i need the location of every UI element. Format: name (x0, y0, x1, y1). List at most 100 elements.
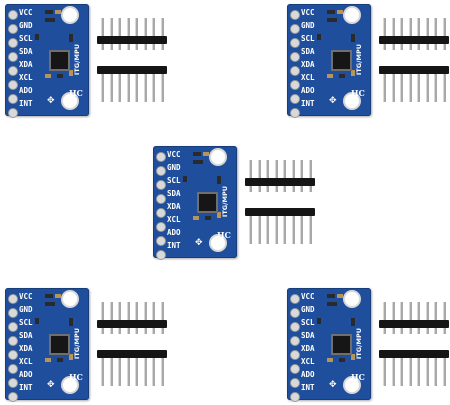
pin-pad (290, 80, 300, 90)
header-pin (160, 66, 164, 102)
header-pin (308, 160, 312, 192)
pin-pads (8, 6, 18, 118)
pin-label: SDA (19, 331, 33, 340)
smd-component (337, 10, 343, 14)
smd-component (35, 34, 39, 40)
pin-pads (290, 290, 300, 402)
pin-label: INT (19, 99, 33, 108)
pin-pad (156, 166, 166, 176)
pin-pad (290, 108, 300, 118)
header-pin (391, 66, 395, 102)
header-pin (434, 66, 437, 102)
smd-component (317, 34, 321, 40)
pin-label: SCL (301, 34, 315, 43)
pin-pad (290, 364, 300, 374)
pin-label: ADO (301, 370, 315, 379)
header-housing (379, 320, 449, 328)
pin-header-straight (245, 208, 315, 248)
smd-component (351, 354, 355, 360)
pin-label: GND (19, 21, 33, 30)
header-pin (408, 302, 412, 334)
chip-label: ITG/MPU (355, 44, 363, 76)
axis-mark: ✥ (329, 380, 337, 390)
smd-component (55, 294, 61, 298)
header-pin (383, 302, 386, 334)
header-pin (417, 350, 420, 386)
smd-component (69, 354, 73, 360)
header-housing (245, 178, 315, 186)
pin-pad (8, 24, 18, 34)
header-pin (135, 18, 138, 50)
pin-pad (8, 52, 18, 62)
smd-component (35, 318, 39, 324)
brand-label: HC (217, 230, 231, 240)
header-pin (283, 160, 286, 192)
smd-component (183, 176, 187, 182)
smd-component (351, 34, 355, 42)
smd-component (217, 212, 221, 218)
pin-label: INT (301, 99, 315, 108)
smd-component (351, 318, 355, 326)
pin-pad (290, 336, 300, 346)
mounting-hole (63, 94, 77, 108)
pin-label: ADO (19, 86, 33, 95)
pin-pad (290, 94, 300, 104)
smd-component (339, 74, 345, 78)
pin-pad (290, 66, 300, 76)
mounting-hole (345, 378, 359, 392)
pin-pad (290, 10, 300, 20)
header-pin (101, 18, 104, 50)
smd-component (193, 152, 201, 156)
header-pin (442, 302, 446, 334)
pin-pad (8, 322, 18, 332)
pin-label: XDA (301, 344, 315, 353)
pin-label: SDA (301, 47, 315, 56)
axis-mark: ✥ (329, 96, 337, 106)
header-pin (408, 18, 412, 50)
header-pin (274, 208, 278, 244)
header-pin (434, 18, 437, 50)
pin-pad (290, 294, 300, 304)
header-pin (152, 350, 155, 386)
header-pin (383, 18, 386, 50)
header-pin (383, 350, 386, 386)
header-pin (109, 18, 113, 50)
header-housing (379, 36, 449, 44)
header-pin (425, 302, 429, 334)
chip-label: ITG/MPU (221, 186, 229, 218)
pin-pad (156, 152, 166, 162)
smd-component (57, 74, 63, 78)
header-pin (135, 66, 138, 102)
pin-header-right-angle (379, 302, 449, 342)
pin-pad (290, 308, 300, 318)
pin-label: XCL (167, 215, 181, 224)
header-pin (408, 350, 412, 386)
header-pin (257, 160, 261, 192)
header-pin (442, 66, 446, 102)
mounting-hole (211, 150, 225, 164)
header-pin (434, 302, 437, 334)
header-pin (400, 302, 403, 334)
header-pin (126, 18, 130, 50)
smd-component (203, 152, 209, 156)
smd-component (337, 294, 343, 298)
smd-component (69, 318, 73, 326)
smd-component (327, 74, 333, 78)
header-pin (308, 208, 312, 244)
brand-label: HC (351, 372, 365, 382)
header-pin (135, 302, 138, 334)
header-pin (135, 350, 138, 386)
smd-component (217, 176, 221, 184)
header-pin (118, 302, 121, 334)
brand-label: HC (69, 372, 83, 382)
pin-label: XDA (19, 344, 33, 353)
pin-pad (290, 322, 300, 332)
pin-label: VCC (19, 292, 33, 301)
header-pin (266, 160, 269, 192)
